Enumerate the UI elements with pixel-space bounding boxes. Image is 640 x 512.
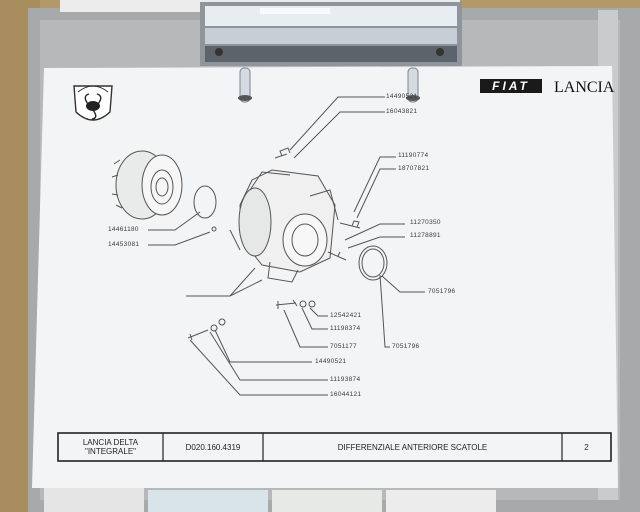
drawing-description: DIFFERENZIALE ANTERIORE SCATOLE (337, 442, 488, 452)
part-number: 7051796 (392, 343, 420, 350)
part-number: 18707821 (398, 165, 430, 172)
part-number: 14461180 (108, 226, 139, 233)
binder-ring-right (407, 67, 419, 103)
part-number: 11270350 (410, 219, 441, 226)
title-block-frame (57, 432, 612, 462)
model-variant: "INTEGRALE" (84, 447, 137, 456)
binder-clip (200, 2, 462, 66)
part-number: 14453081 (108, 241, 140, 248)
lancia-logo: LANCIA (554, 79, 615, 96)
abarth-badge-icon (73, 85, 113, 121)
drawing-code: D020.160.4319 (185, 442, 241, 452)
part-number: 11278891 (410, 232, 441, 239)
fiat-logo: FIAT (480, 79, 542, 93)
part-number: 16043821 (386, 108, 418, 115)
page-number: 2 (584, 442, 589, 452)
part-number: 16044121 (330, 391, 362, 398)
part-number: 7051177 (330, 343, 357, 350)
binder-ring-left (239, 67, 251, 103)
model-cell: LANCIA DELTA "INTEGRALE" (58, 433, 163, 461)
parts-sheet (32, 66, 618, 488)
part-number: 11193874 (330, 376, 361, 383)
part-number: 11190774 (398, 152, 429, 159)
part-number: 11198374 (330, 325, 361, 332)
model-name: LANCIA DELTA (82, 438, 139, 447)
part-number: 7051796 (428, 288, 456, 295)
part-number: 14490521 (386, 93, 418, 100)
part-number: 14490521 (315, 358, 347, 365)
part-number: 12542421 (330, 312, 362, 319)
exploded-drawing (111, 96, 425, 396)
